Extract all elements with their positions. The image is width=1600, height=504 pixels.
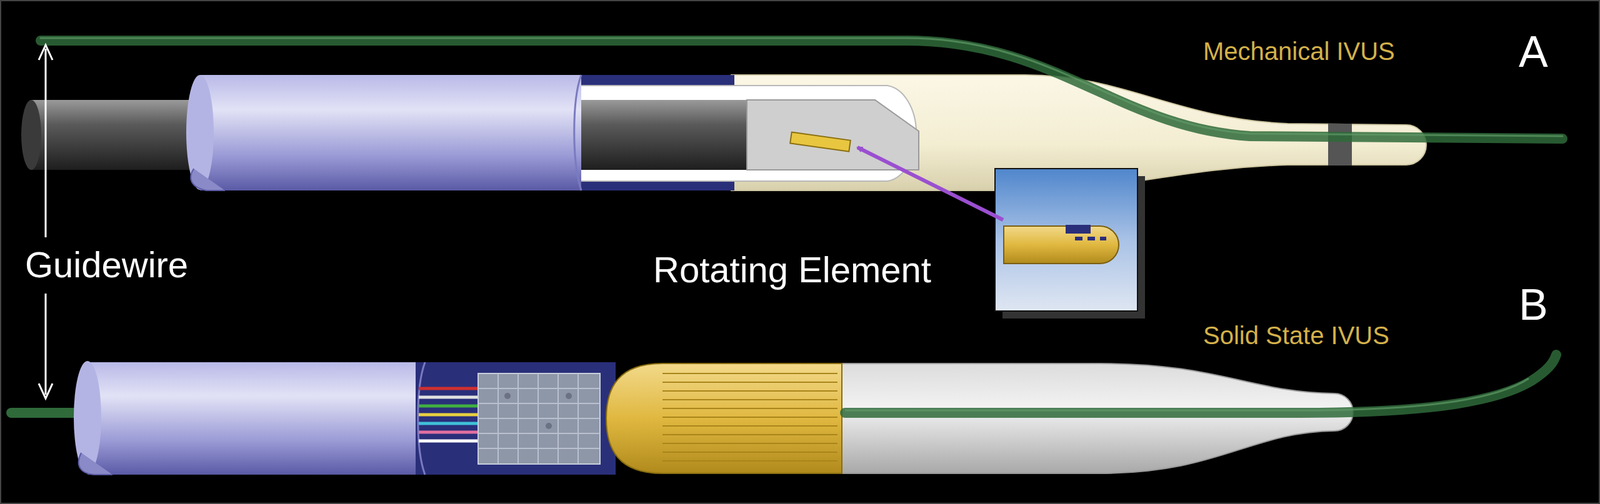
- part-label: Guidewire: [25, 245, 189, 285]
- figure-title: Mechanical IVUS: [1203, 37, 1395, 65]
- figure-title: Solid State IVUS: [1203, 321, 1390, 350]
- panel-letter: B: [1518, 281, 1549, 330]
- part-label: Rotating Element: [653, 250, 932, 290]
- panel-letter: A: [1518, 28, 1549, 77]
